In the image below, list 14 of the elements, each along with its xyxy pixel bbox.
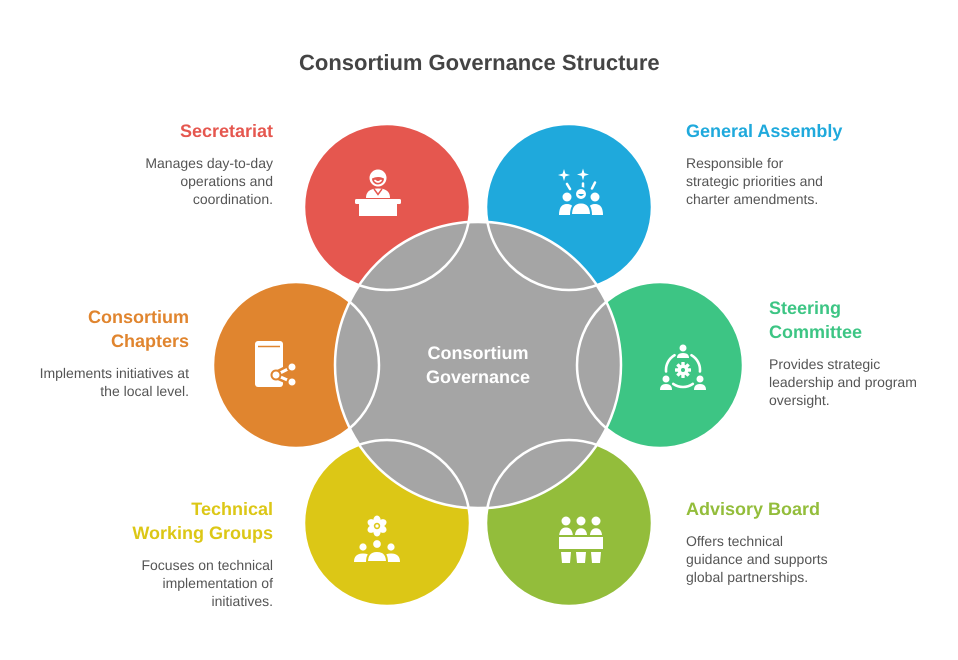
section-description: Manages day-to-day operations and coordination.	[144, 154, 273, 208]
section-description: Provides strategic leadership and program oversight.	[769, 355, 918, 409]
section-heading: Advisory Board	[686, 498, 822, 521]
section-description: Focuses on technical implementation of initiatives.	[140, 556, 273, 610]
section-heading: Steering Committee	[769, 297, 864, 344]
section-heading: Secretariat	[178, 120, 273, 143]
section-heading: Technical Working Groups	[131, 498, 273, 545]
section-description: Responsible for strategic priorities and charter amendments.	[686, 154, 824, 208]
diagram-title: Consortium Governance Structure	[299, 49, 660, 77]
section-description: Offers technical guidance and supports global partnerships.	[686, 532, 829, 586]
section-heading: Consortium Chapters	[87, 306, 189, 353]
hub-label: Consortium Governance	[425, 342, 531, 389]
section-description: Implements initiatives at the local level.	[38, 364, 189, 400]
section-heading: General Assembly	[686, 120, 844, 143]
